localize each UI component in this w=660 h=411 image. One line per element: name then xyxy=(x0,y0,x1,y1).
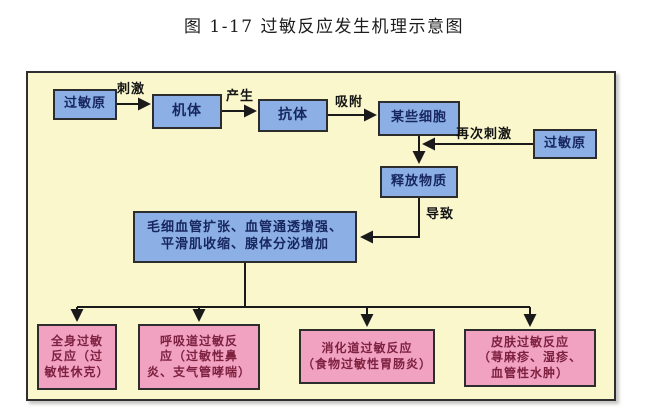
edge-label-produce: 产生 xyxy=(226,89,255,104)
node-outcome-skin: 皮肤过敏反应 （荨麻疹、湿疹、 血管性水肿） xyxy=(464,329,596,387)
figure-title: 图 1-17 过敏反应发生机理示意图 xyxy=(184,17,464,37)
node-physiological-effects: 毛细血管扩张、血管通透增强、 平滑肌收缩、腺体分泌增加 xyxy=(133,211,357,263)
arrow-release-to-effects xyxy=(360,198,420,244)
node-organism: 机体 xyxy=(152,94,222,129)
node-allergen-again: 过敏原 xyxy=(533,129,597,159)
node-antibody: 抗体 xyxy=(258,99,328,132)
edge-label-restimulate: 再次刺激 xyxy=(456,127,513,142)
connector-arrows xyxy=(70,97,537,327)
node-release-substance: 释放物质 xyxy=(380,166,458,198)
node-certain-cells: 某些细胞 xyxy=(378,101,460,136)
edge-label-stimulate: 刺激 xyxy=(117,82,146,97)
edge-label-cause: 导致 xyxy=(426,207,455,222)
node-outcome-respiratory: 呼吸道过敏反 应（过敏性鼻 炎、支气管哮喘） xyxy=(138,324,260,390)
node-outcome-systemic: 全身过敏 反应（过 敏性休克） xyxy=(37,324,117,390)
node-allergen-initial: 过敏原 xyxy=(53,89,117,120)
flowchart-canvas: 过敏原 机体 抗体 某些细胞 过敏原 释放物质 毛细血管扩张、血管通透增强、 平… xyxy=(26,71,616,401)
node-outcome-digestive: 消化道过敏反应 （食物过敏性胃肠炎） xyxy=(299,329,435,384)
edge-label-adsorb: 吸附 xyxy=(335,95,364,110)
